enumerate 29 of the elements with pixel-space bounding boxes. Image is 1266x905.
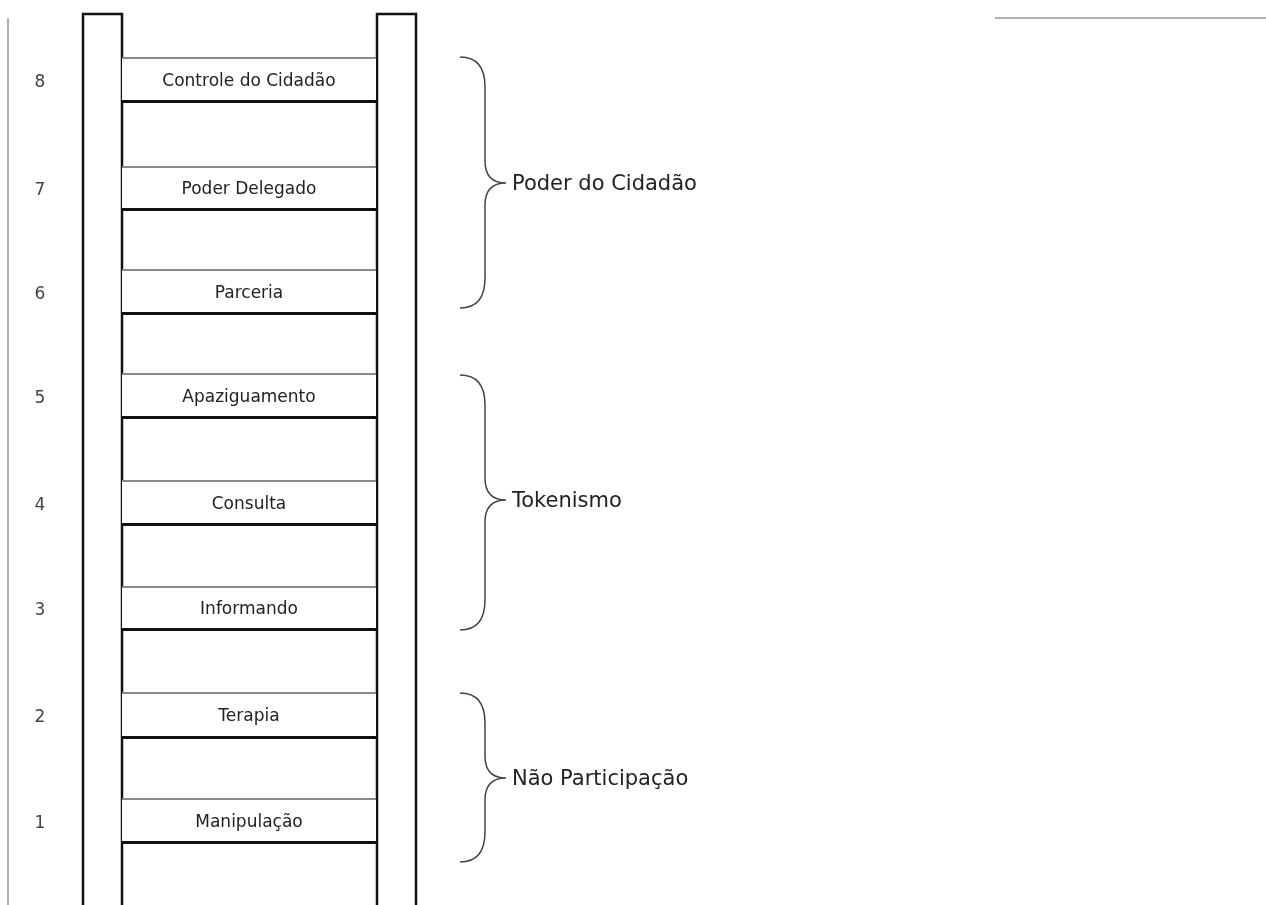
rung-label: Manipulação [195,810,303,831]
ladder-rung [122,269,376,315]
rung-label: Apaziguamento [182,385,316,406]
ladder-rail [81,12,124,905]
rung-number: 8 [33,70,47,91]
rung-number: 7 [33,179,47,199]
rung-number: 2 [33,706,47,726]
group-label: Tokenismo [512,488,622,512]
rung-label: Controle do Cidadão [162,69,336,90]
group-label: Poder do Cidadão [512,171,697,195]
rung-number: 6 [33,282,47,303]
rung-label: Consulta [211,492,287,513]
ladder-rung [122,166,376,211]
rung-label: Poder Delegado [181,178,317,198]
ladder-rail [375,12,418,905]
rung-number: 4 [33,493,47,514]
rung-label: Parceria [214,281,284,302]
rung-number: 5 [33,386,47,407]
ladder-rung [122,586,376,631]
ladder-rung [122,480,376,526]
rung-number: 3 [33,599,47,619]
rung-label: Terapia [218,705,280,725]
ladder-rung [122,57,376,103]
rung-number: 1 [33,811,47,832]
ladder-rung [122,692,376,739]
ladder-rung [122,373,376,419]
ladder-rung [122,798,376,844]
rung-label: Informando [200,598,298,618]
group-label: Não Participação [512,766,689,790]
